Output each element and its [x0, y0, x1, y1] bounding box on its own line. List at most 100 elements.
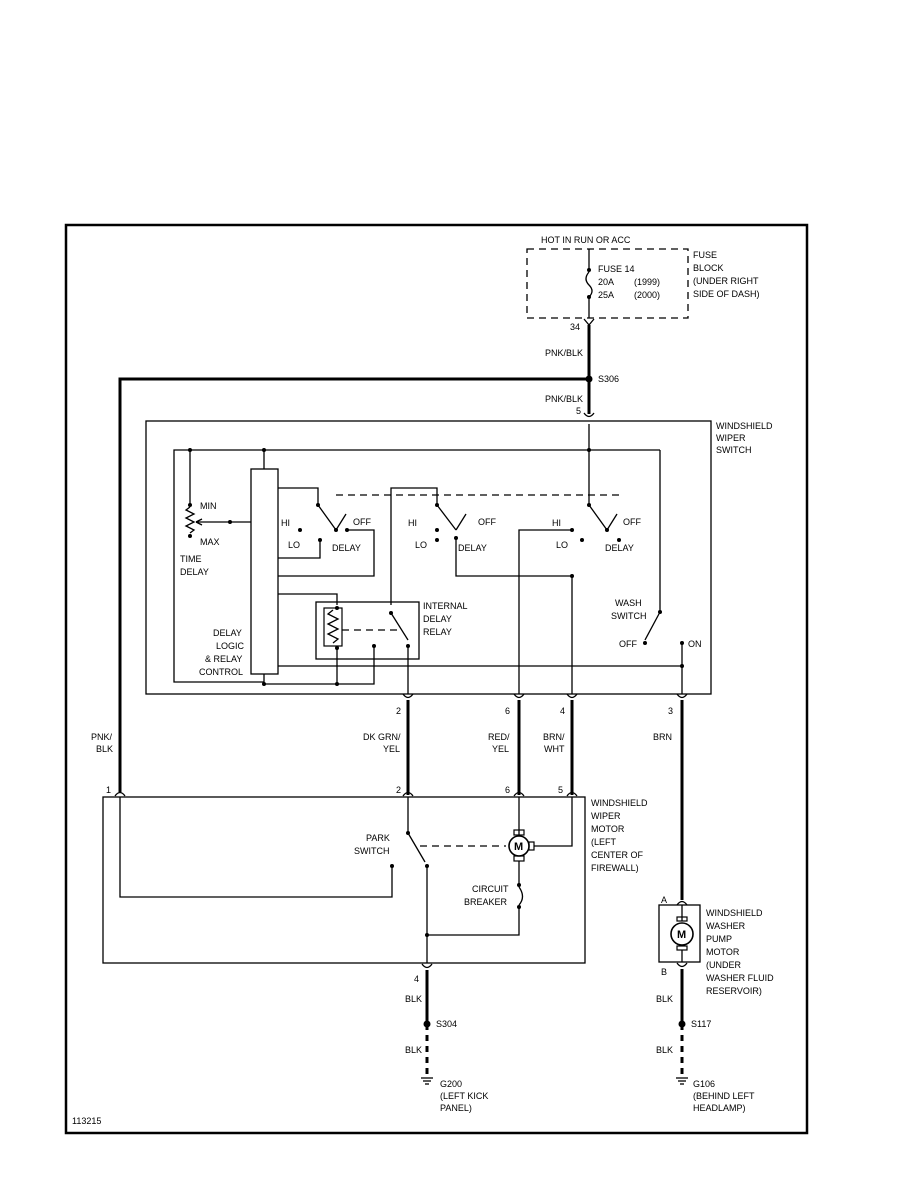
circuit-breaker-symbol	[518, 886, 524, 906]
wiper-motor-title-5: CENTER OF	[591, 850, 644, 860]
washer-title-5: (UNDER	[706, 960, 741, 970]
red-label-1: RED/	[488, 732, 510, 742]
wiper-switch-title-3: SWITCH	[716, 445, 752, 455]
washer-title-1: WINDSHIELD	[706, 908, 763, 918]
time-delay-label-2: DELAY	[180, 567, 209, 577]
switch-pin-2-label: 2	[396, 706, 401, 716]
hi-label-3: HI	[552, 518, 561, 528]
wiper-motor-m: M	[514, 841, 523, 853]
time-delay-label-1: TIME	[180, 554, 202, 564]
off-label-3: OFF	[623, 517, 641, 527]
washer-motor-symbol	[670, 922, 694, 946]
motor-pin-4-label: 4	[414, 974, 419, 984]
dkgrn-label-2: YEL	[383, 744, 400, 754]
pnk-left-label-1: PNK/	[91, 732, 113, 742]
delay-logic-label-3: & RELAY	[205, 654, 242, 664]
fuse-block-title-4: SIDE OF DASH)	[693, 289, 760, 299]
washer-title-4: MOTOR	[706, 947, 740, 957]
max-label: MAX	[200, 537, 220, 547]
fuse-block-title-2: BLOCK	[693, 263, 724, 273]
pnk-blk-label-2: PNK/BLK	[545, 394, 583, 404]
delay-logic-label-1: DELAY	[213, 628, 242, 638]
fuse-block-title-3: (UNDER RIGHT	[693, 276, 759, 286]
ground-g106-icon	[676, 1077, 688, 1085]
washer-title-2: WASHER	[706, 921, 746, 931]
g200-label-2: (LEFT KICK	[440, 1091, 488, 1101]
g106-label-2: (BEHIND LEFT	[693, 1091, 755, 1101]
blk-label-1: BLK	[405, 994, 422, 1004]
fuse-14-symbol	[585, 271, 593, 298]
fuse-block: HOT IN RUN OR ACC FUSE 14 20A (1999) 25A…	[526, 235, 760, 332]
delay-label-2: DELAY	[458, 543, 487, 553]
motor-pin-5-label: 5	[558, 785, 563, 795]
pin-5-label: 5	[576, 406, 581, 416]
lo-label-3: LO	[556, 540, 568, 550]
washer-motor-m: M	[677, 929, 686, 941]
fuse-block-title-1: FUSE	[693, 250, 717, 260]
motor-pin-6-label: 6	[505, 785, 510, 795]
g200-label-1: G200	[440, 1079, 462, 1089]
brn-label: BRN	[653, 732, 672, 742]
wiper-motor-title-3: MOTOR	[591, 824, 625, 834]
wiper-motor-title-2: WIPER	[591, 811, 621, 821]
fuse-14-label: FUSE 14	[598, 264, 635, 274]
park-switch-label-2: SWITCH	[354, 846, 390, 856]
off-label-2: OFF	[478, 517, 496, 527]
fuse-rating-2000: 25A	[598, 290, 614, 300]
brn-wht-label-1: BRN/	[543, 732, 565, 742]
lo-label-2: LO	[415, 540, 427, 550]
delay-logic-label-2: LOGIC	[216, 641, 245, 651]
washer-title-6: WASHER FLUID	[706, 973, 774, 983]
pin-a-label: A	[661, 895, 667, 905]
wiper-motor-title-4: (LEFT	[591, 837, 617, 847]
pnk-blk-label-1: PNK/BLK	[545, 348, 583, 358]
washer-title-3: PUMP	[706, 934, 732, 944]
connector-34	[583, 318, 595, 327]
g106-label-1: G106	[693, 1079, 715, 1089]
off-label-1: OFF	[353, 517, 371, 527]
internal-delay-relay	[315, 601, 420, 660]
wiper-switch-title-1: WINDSHIELD	[716, 421, 773, 431]
blk-label-3: BLK	[656, 994, 673, 1004]
brn-wht-label-2: WHT	[544, 744, 565, 754]
wiper-motor-title-1: WINDSHIELD	[591, 798, 648, 808]
delay-label-1: DELAY	[332, 543, 361, 553]
wiper-switch-title-2: WIPER	[716, 433, 746, 443]
ground-g200-icon	[421, 1077, 433, 1085]
delay-label-3: DELAY	[605, 543, 634, 553]
fuse-year-1999: (1999)	[634, 277, 660, 287]
hot-in-run-label: HOT IN RUN OR ACC	[541, 235, 631, 245]
motor-pin-2-label: 2	[396, 785, 401, 795]
min-label: MIN	[200, 501, 217, 511]
wash-switch-label-2: SWITCH	[611, 611, 647, 621]
time-delay-resistor	[184, 506, 196, 534]
splice-s304-label: S304	[436, 1019, 457, 1029]
switch-pin-4-label: 4	[560, 706, 565, 716]
wash-off-label: OFF	[619, 639, 637, 649]
internal-relay-label-2: DELAY	[423, 614, 452, 624]
pnk-left-label-2: BLK	[96, 744, 113, 754]
windshield-wiper-switch: WINDSHIELD WIPER SWITCH DELAY LOGIC & RE…	[145, 420, 773, 699]
red-label-2: YEL	[492, 744, 509, 754]
washer-title-7: RESERVOIR)	[706, 986, 762, 996]
dkgrn-label-1: DK GRN/	[363, 732, 401, 742]
lo-label-1: LO	[288, 540, 300, 550]
splice-s306-label: S306	[598, 374, 619, 384]
fuse-rating-1999: 20A	[598, 277, 614, 287]
splice-s117-label: S117	[691, 1019, 711, 1029]
windshield-wiper-motor: WINDSHIELD WIPER MOTOR (LEFT CENTER OF F…	[102, 785, 648, 984]
motor-pin-1-label: 1	[106, 785, 111, 795]
switch-pin-6-label: 6	[505, 706, 510, 716]
switch-pin-3-label: 3	[668, 706, 673, 716]
pin-34-label: 34	[570, 322, 580, 332]
delay-logic-label-4: CONTROL	[199, 667, 243, 677]
pnk-blk-branch-wire	[118, 377, 589, 792]
circuit-breaker-label-1: CIRCUIT	[472, 884, 509, 894]
blk-label-4: BLK	[656, 1045, 673, 1055]
fuse-year-2000: (2000)	[634, 290, 660, 300]
wiper-motor-title-6: FIREWALL)	[591, 863, 639, 873]
wash-on-label: ON	[688, 639, 702, 649]
internal-relay-label-1: INTERNAL	[423, 601, 468, 611]
park-switch-label-1: PARK	[366, 833, 390, 843]
